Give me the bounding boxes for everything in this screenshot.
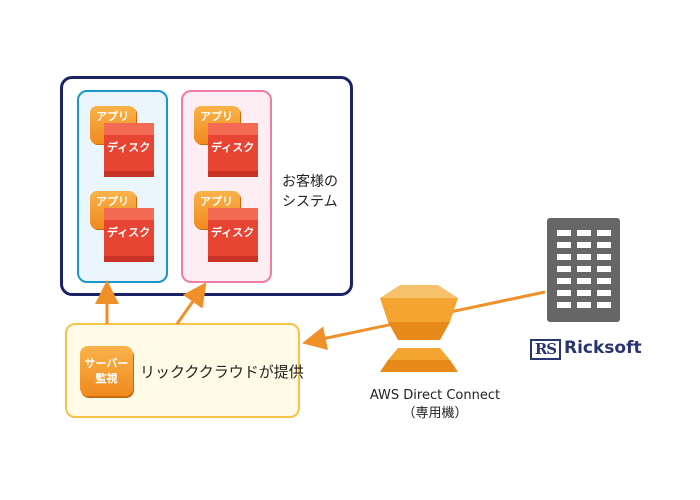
- disk-icon: ディスク: [104, 123, 154, 177]
- direct-connect-label: AWS Direct Connect （専用機）: [369, 388, 501, 421]
- server-slot: [597, 302, 611, 308]
- server-slot: [557, 254, 571, 260]
- server-slot: [557, 290, 571, 296]
- disk-icon: ディスク: [104, 208, 154, 262]
- arrow-up-pink: [175, 282, 207, 325]
- server-slot: [577, 278, 591, 284]
- rick-cloud-label: リックククラウドが提供: [140, 363, 304, 381]
- app-disk-stack: アプリ ディスク: [90, 106, 154, 184]
- server-slot: [597, 290, 611, 296]
- server-slot: [577, 242, 591, 248]
- server-slot: [597, 254, 611, 260]
- server-slot: [557, 302, 571, 308]
- ricksoft-logo-mark: RS: [530, 339, 561, 360]
- server-slot: [577, 254, 591, 260]
- server-slot: [597, 266, 611, 272]
- server-slot: [577, 266, 591, 272]
- ricksoft-logo-name: Ricksoft: [564, 338, 642, 358]
- server-slot: [577, 290, 591, 296]
- server-slot: [557, 266, 571, 272]
- server-slot: [597, 278, 611, 284]
- server-slot: [597, 242, 611, 248]
- server-slot: [577, 302, 591, 308]
- customer-system-label: お客様の システム: [282, 174, 338, 210]
- app-disk-stack: アプリ ディスク: [90, 191, 154, 269]
- server-slot: [597, 230, 611, 236]
- app-disk-stack: アプリ ディスク: [194, 191, 258, 269]
- server-slot: [557, 230, 571, 236]
- app-disk-stack: アプリ ディスク: [194, 106, 258, 184]
- server-monitoring-icon: サーバー 監視: [80, 346, 133, 396]
- server-slot: [557, 278, 571, 284]
- disk-icon: ディスク: [208, 123, 258, 177]
- server-slot: [557, 242, 571, 248]
- disk-icon: ディスク: [208, 208, 258, 262]
- aws-direct-connect-icon: [380, 285, 458, 372]
- server-slot: [577, 230, 591, 236]
- server-icon: [547, 218, 620, 322]
